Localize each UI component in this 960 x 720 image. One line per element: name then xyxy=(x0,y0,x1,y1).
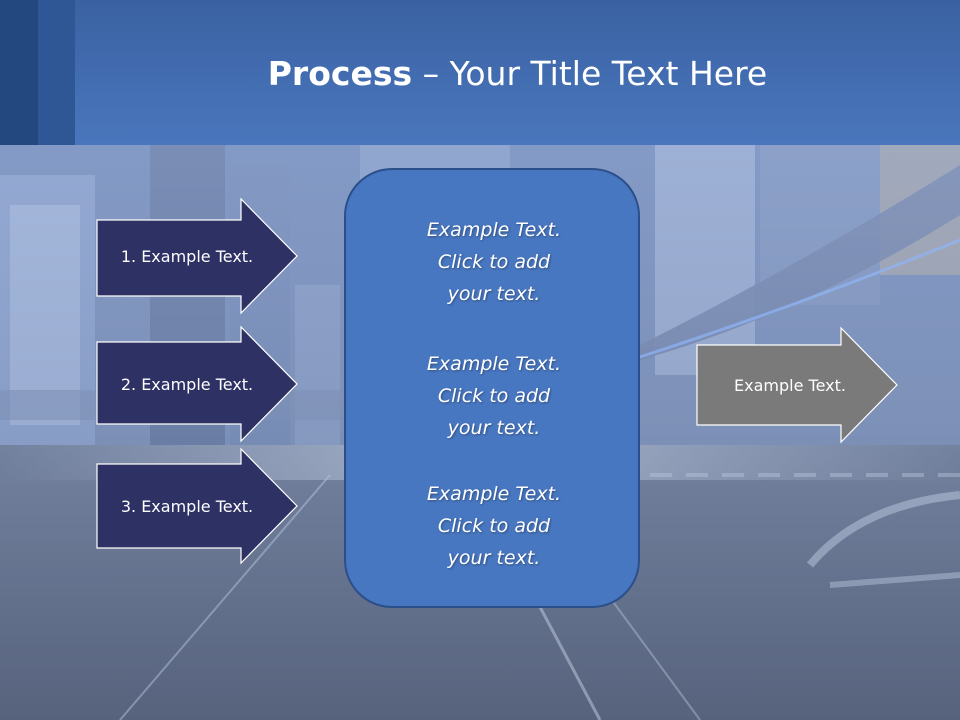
process-step-label: 2. Example Text. xyxy=(120,374,254,394)
process-step-arrow-1[interactable]: 1. Example Text. xyxy=(96,197,298,315)
result-arrow[interactable]: Example Text. xyxy=(696,326,898,444)
process-step-arrow-2[interactable]: 2. Example Text. xyxy=(96,325,298,443)
center-text-line: your text. xyxy=(447,417,541,439)
center-text-line: Click to add xyxy=(437,385,551,407)
center-text-block-1[interactable]: Example Text. Click to add your text. xyxy=(346,214,642,310)
center-text-line: your text. xyxy=(447,283,541,305)
header-accent-band xyxy=(38,0,75,145)
title-bar: Process – Your Title Text Here xyxy=(0,0,960,145)
center-text-line: Example Text. xyxy=(426,483,562,505)
arrow-shape xyxy=(696,326,898,444)
slide-title[interactable]: Process – Your Title Text Here xyxy=(75,52,960,96)
arrow-shape xyxy=(96,197,298,315)
center-text-line: Click to add xyxy=(437,251,551,273)
process-step-arrow-3[interactable]: 3. Example Text. xyxy=(96,447,298,565)
slide-title-bold: Process xyxy=(267,54,413,93)
slide-title-rest: – Your Title Text Here xyxy=(412,54,768,93)
center-content-box[interactable]: Example Text. Click to add your text. Ex… xyxy=(344,168,640,608)
arrow-shape xyxy=(96,325,298,443)
center-text-line: your text. xyxy=(447,547,541,569)
center-text-line: Example Text. xyxy=(426,353,562,375)
center-text-line: Click to add xyxy=(437,515,551,537)
arrow-shape xyxy=(96,447,298,565)
center-text-block-2[interactable]: Example Text. Click to add your text. xyxy=(346,348,642,444)
process-step-label: 1. Example Text. xyxy=(120,246,254,266)
center-text-block-3[interactable]: Example Text. Click to add your text. xyxy=(346,478,642,574)
header-accent-band-dark xyxy=(0,0,38,145)
process-step-label: 3. Example Text. xyxy=(120,496,254,516)
center-text-line: Example Text. xyxy=(426,219,562,241)
result-label: Example Text. xyxy=(734,375,846,395)
